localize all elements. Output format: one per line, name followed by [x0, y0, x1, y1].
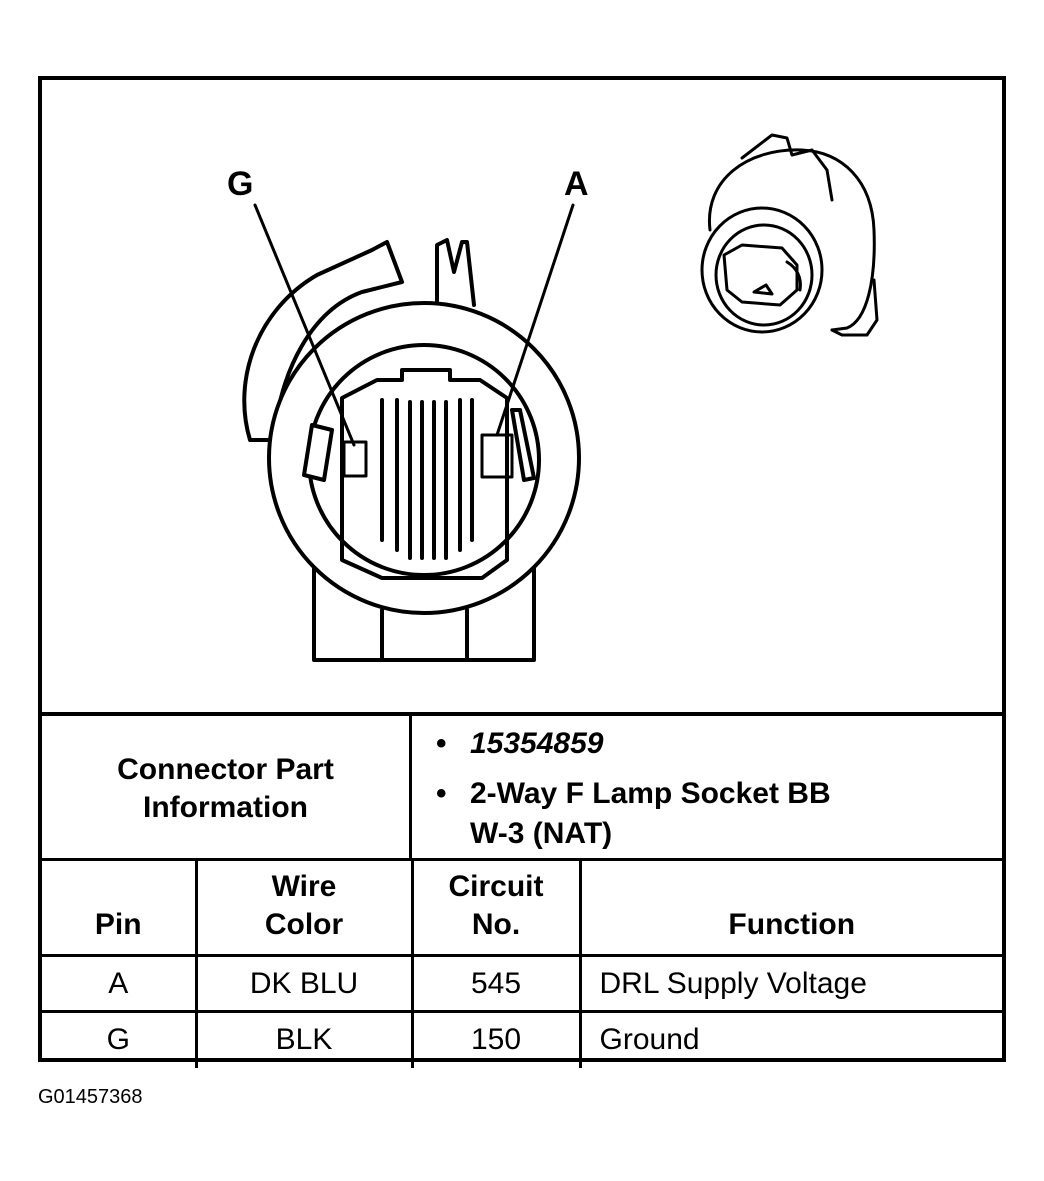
connector-face-view: [242, 203, 581, 662]
header-function: Function: [578, 858, 1002, 957]
part-description-line1: 2-Way F Lamp Socket BB: [470, 777, 831, 810]
connector-drawing: [242, 133, 879, 662]
connector-info-title: Connector Part Information: [42, 716, 412, 858]
connector-housing: [312, 548, 536, 662]
leader-line-a: [495, 203, 575, 437]
connector-isometric-view: [700, 133, 879, 337]
pin-a-callout: A: [564, 165, 589, 203]
latch-tab: [435, 238, 476, 307]
cell-circuit: 150: [410, 1010, 582, 1068]
part-number: 15354859: [470, 727, 604, 760]
table-row: A DK BLU 545 DRL Supply Voltage: [42, 954, 1002, 1013]
cell-pin: G: [42, 1010, 198, 1068]
cell-pin: A: [42, 954, 198, 1013]
cell-wire-color: DK BLU: [194, 954, 414, 1013]
table-row: G BLK 150 Ground: [42, 1010, 1002, 1068]
connector-info-title-line2: Information: [142, 791, 308, 824]
retaining-clip: [242, 240, 404, 442]
socket-key: [340, 368, 509, 580]
pin-g-cavity: [342, 440, 368, 478]
part-description-line2: W-3 (NAT): [470, 817, 613, 850]
connector-part-information: Connector Part Information 15354859 2-Wa…: [42, 712, 1002, 858]
table-header-row: Pin Wire Color Circuit No. Function: [42, 858, 1002, 957]
pin-g-callout: G: [227, 165, 254, 203]
connector-figure-frame: G A Connector Part Information 15354859 …: [38, 76, 1006, 1068]
cell-function: Ground: [578, 1010, 1002, 1068]
cell-circuit: 545: [410, 954, 582, 1013]
header-pin: Pin: [42, 858, 198, 957]
connector-info-list: 15354859 2-Way F Lamp Socket BB W-3 (NAT…: [412, 716, 1002, 858]
header-wire-color: Wire Color: [194, 858, 414, 957]
header-circuit-no: Circuit No.: [410, 858, 582, 957]
part-description-item: 2-Way F Lamp Socket BB W-3 (NAT): [436, 774, 1002, 854]
cell-function: DRL Supply Voltage: [578, 954, 1002, 1013]
leader-line-g: [253, 203, 356, 447]
pin-assignment-table: Pin Wire Color Circuit No. Function A DK…: [42, 858, 1002, 1068]
part-number-item: 15354859: [436, 724, 1002, 764]
connector-diagram: G A: [42, 80, 1002, 712]
cell-wire-color: BLK: [194, 1010, 414, 1068]
figure-id: G01457368: [38, 1086, 143, 1108]
connector-info-title-line1: Connector Part: [117, 753, 334, 786]
